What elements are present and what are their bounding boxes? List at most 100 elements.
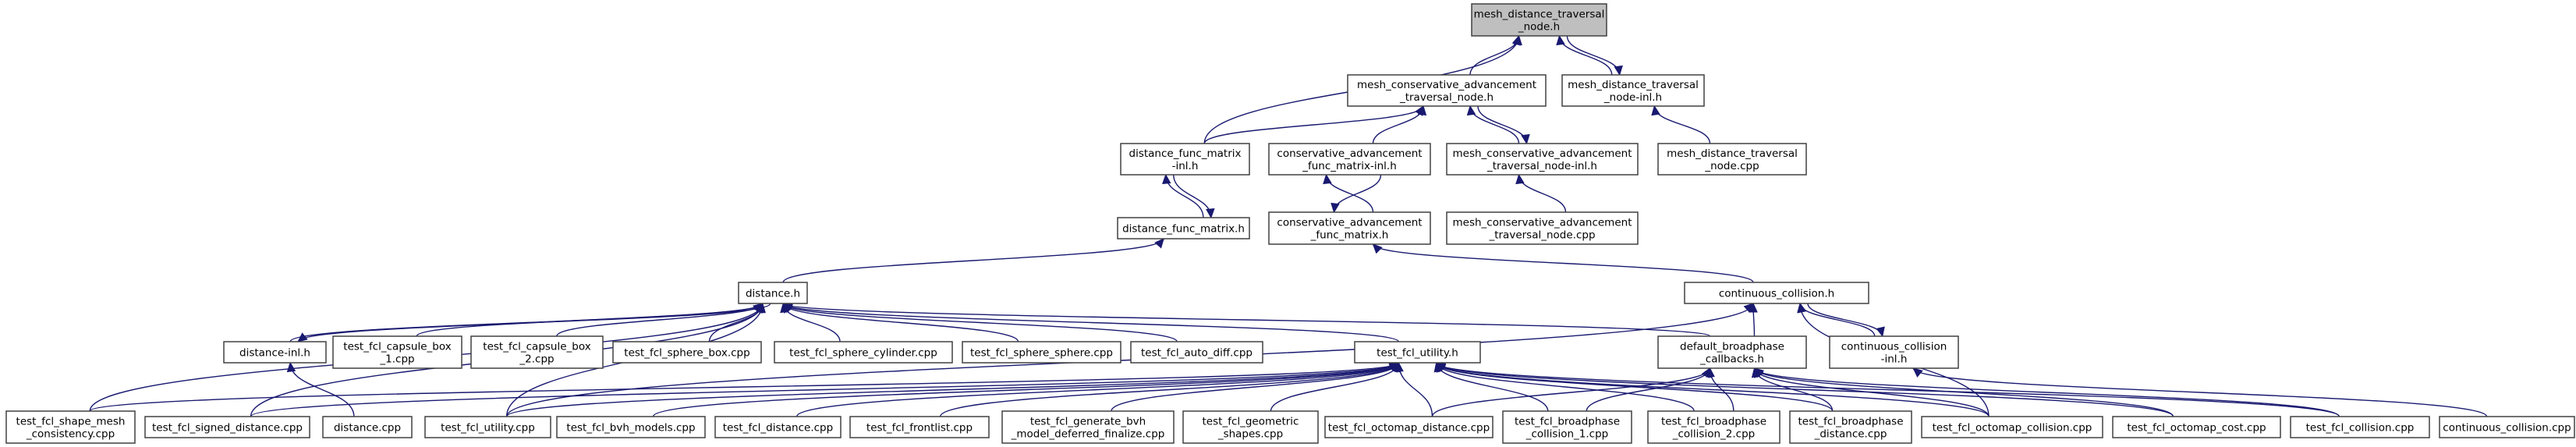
node-label: test_fcl_collision.cpp (2306, 422, 2415, 435)
edge-mdtn-cpp-to-mdtn-inl (1651, 105, 1711, 144)
graph-node-octomap-coll[interactable]: test_fcl_octomap_collision.cpp (1921, 416, 2103, 438)
graph-node-bp-coll2[interactable]: test_fcl_broadphase_collision_2.cpp (1647, 410, 1781, 444)
node-box (1268, 211, 1431, 245)
graph-node-mcatn-cpp[interactable]: mesh_conservative_advancement_traversal_… (1446, 211, 1639, 245)
arrowhead-icon (1515, 173, 1525, 185)
node-label: _collision_1.cpp (1525, 428, 1608, 441)
graph-node-generate-bvh[interactable]: test_fcl_generate_bvh_model_deferred_fin… (1001, 410, 1175, 444)
node-box (1684, 282, 1869, 304)
node-box (322, 416, 413, 438)
node-label: test_fcl_sphere_sphere.cpp (970, 347, 1113, 360)
graph-node-sphere-cyl[interactable]: test_fcl_sphere_cylinder.cpp (774, 341, 953, 364)
arrowhead-icon (1521, 133, 1530, 145)
edge-line (556, 303, 764, 337)
graph-node-distance-inl[interactable]: distance-inl.h (223, 341, 327, 364)
graph-node-frontlist[interactable]: test_fcl_frontlist.cpp (849, 416, 990, 438)
node-label: test_fcl_sphere_box.cpp (624, 347, 749, 360)
node-label: test_fcl_broadphase (1515, 416, 1620, 428)
node-label: _callbacks.h (1699, 353, 1764, 366)
graph-node-dbc-h[interactable]: default_broadphase_callbacks.h (1657, 335, 1807, 369)
graph-node-capsule2[interactable]: test_fcl_capsule_box_2.cpp (470, 335, 604, 369)
node-label: test_fcl_capsule_box (343, 341, 451, 353)
graph-node-shape-mesh[interactable]: test_fcl_shape_mesh_consistency.cpp (5, 410, 136, 444)
graph-node-utility-cpp[interactable]: test_fcl_utility.cpp (424, 416, 551, 438)
graph-node-dfm-inl[interactable]: distance_func_matrix-inl.h (1120, 143, 1250, 176)
edge-octomap-dist-to-dbc-h (1431, 367, 1711, 417)
graph-node-distance-h[interactable]: distance.h (738, 282, 808, 304)
edge-bvh-models-to-utility-h (652, 362, 1400, 417)
graph-node-cafm-h[interactable]: conservative_advancement_func_matrix.h (1268, 211, 1431, 245)
node-label: _func_matrix-inl.h (1302, 160, 1397, 172)
arrowhead-icon (1753, 367, 1765, 378)
node-box (1471, 3, 1607, 37)
edge-line (652, 362, 1400, 417)
graph-node-signed-dist[interactable]: test_fcl_signed_distance.cpp (144, 416, 310, 438)
edge-dfm-h-to-dfm-inl (1161, 173, 1204, 218)
node-box (223, 341, 327, 364)
graph-node-bp-dist[interactable]: test_fcl_broadphase_distance.cpp (1789, 410, 1912, 444)
node-label: distance-inl.h (239, 347, 310, 360)
edge-line (1173, 174, 1212, 218)
edge-octomap-dist-to-utility-h (1394, 361, 1433, 417)
edge-dbc-h-to-cc-h (1749, 302, 1758, 337)
node-box (1354, 341, 1481, 364)
node-box (424, 416, 551, 438)
edge-dbc-h-to-distance-h (782, 302, 1711, 337)
graph-node-dfm-h[interactable]: distance_func_matrix.h (1117, 217, 1250, 239)
edge-line (1753, 367, 2174, 417)
graph-node-capsule1[interactable]: test_fcl_capsule_box_1.cpp (332, 335, 462, 369)
arrowhead-icon (1206, 208, 1215, 219)
node-label: mesh_distance_traversal (1667, 147, 1798, 160)
edge-bp-coll2-to-dbc-h (1706, 367, 1734, 412)
graph-node-sphere-sphere[interactable]: test_fcl_sphere_sphere.cpp (962, 341, 1121, 364)
graph-node-fcl-collision[interactable]: test_fcl_collision.cpp (2290, 416, 2430, 438)
edge-cafm-inl-to-mcatn-h (1372, 105, 1427, 144)
graph-node-utility-h[interactable]: test_fcl_utility.h (1354, 341, 1481, 364)
edge-cafm-h-to-cafm-inl (1323, 173, 1374, 213)
node-label: test_fcl_broadphase (1661, 416, 1766, 428)
node-box (1117, 217, 1250, 239)
edge-distance-h-to-dfm-h (782, 238, 1164, 283)
graph-node-sphere-box[interactable]: test_fcl_sphere_box.cpp (612, 341, 762, 364)
edge-fcl-distance-to-utility-h (795, 362, 1400, 417)
graph-node-bp-coll1[interactable]: test_fcl_broadphase_collision_1.cpp (1502, 410, 1632, 444)
graph-node-cc-inl[interactable]: continuous_collision-inl.h (1829, 335, 1959, 369)
graph-node-bvh-models[interactable]: test_fcl_bvh_models.cpp (556, 416, 706, 438)
arrowhead-icon (297, 332, 308, 342)
edge-line (782, 303, 1711, 337)
graph-node-root[interactable]: mesh_distance_traversal_node.h (1471, 3, 1607, 37)
node-label: conservative_advancement (1277, 147, 1422, 160)
node-box (144, 416, 310, 438)
edge-cc-inl-to-cc-h (1797, 302, 1876, 337)
graph-node-octomap-dist[interactable]: test_fcl_octomap_distance.cpp (1324, 416, 1494, 438)
graph-node-fcl-distance[interactable]: test_fcl_distance.cpp (714, 416, 842, 438)
graph-node-auto-diff[interactable]: test_fcl_auto_diff.cpp (1130, 341, 1263, 364)
graph-node-mdtn-cpp[interactable]: mesh_distance_traversal_node.cpp (1657, 143, 1807, 176)
node-box (1647, 410, 1781, 444)
graph-node-cafm-inl[interactable]: conservative_advancement_func_matrix-inl… (1268, 143, 1431, 176)
node-label: _node.h (1518, 21, 1560, 34)
graph-node-cc-h[interactable]: continuous_collision.h (1684, 282, 1869, 304)
node-box (1446, 143, 1639, 176)
edge-line (1398, 362, 1433, 417)
graph-node-cc-cpp[interactable]: continuous_collision.cpp (2439, 416, 2575, 438)
edge-mcatn-inl-to-mcatn-h (1466, 105, 1520, 144)
graph-node-distance-cpp[interactable]: distance.cpp (322, 416, 413, 438)
node-label: default_broadphase (1680, 341, 1784, 353)
node-label: continuous_collision.cpp (2443, 422, 2571, 435)
graph-node-mdtn-inl[interactable]: mesh_distance_traversal_node-inl.h (1561, 74, 1705, 107)
graph-node-geometric[interactable]: test_fcl_geometric_shapes.cpp (1182, 410, 1319, 444)
arrowhead-icon (1331, 202, 1340, 214)
graph-node-mcatn-h[interactable]: mesh_conservative_advancement_traversal_… (1347, 74, 1547, 107)
arrowhead-icon (1154, 238, 1164, 249)
node-box (556, 416, 706, 438)
edge-line (1431, 367, 1711, 417)
node-label: mesh_conservative_advancement (1357, 79, 1536, 91)
node-label: _collision_2.cpp (1672, 428, 1755, 441)
arrowhead-icon (1912, 367, 1923, 378)
node-label: distance.h (746, 288, 800, 300)
graph-node-mcatn-inl[interactable]: mesh_conservative_advancement_traversal_… (1446, 143, 1639, 176)
graph-node-octomap-cost[interactable]: test_fcl_octomap_cost.cpp (2112, 416, 2281, 438)
edge-line (505, 362, 1400, 417)
